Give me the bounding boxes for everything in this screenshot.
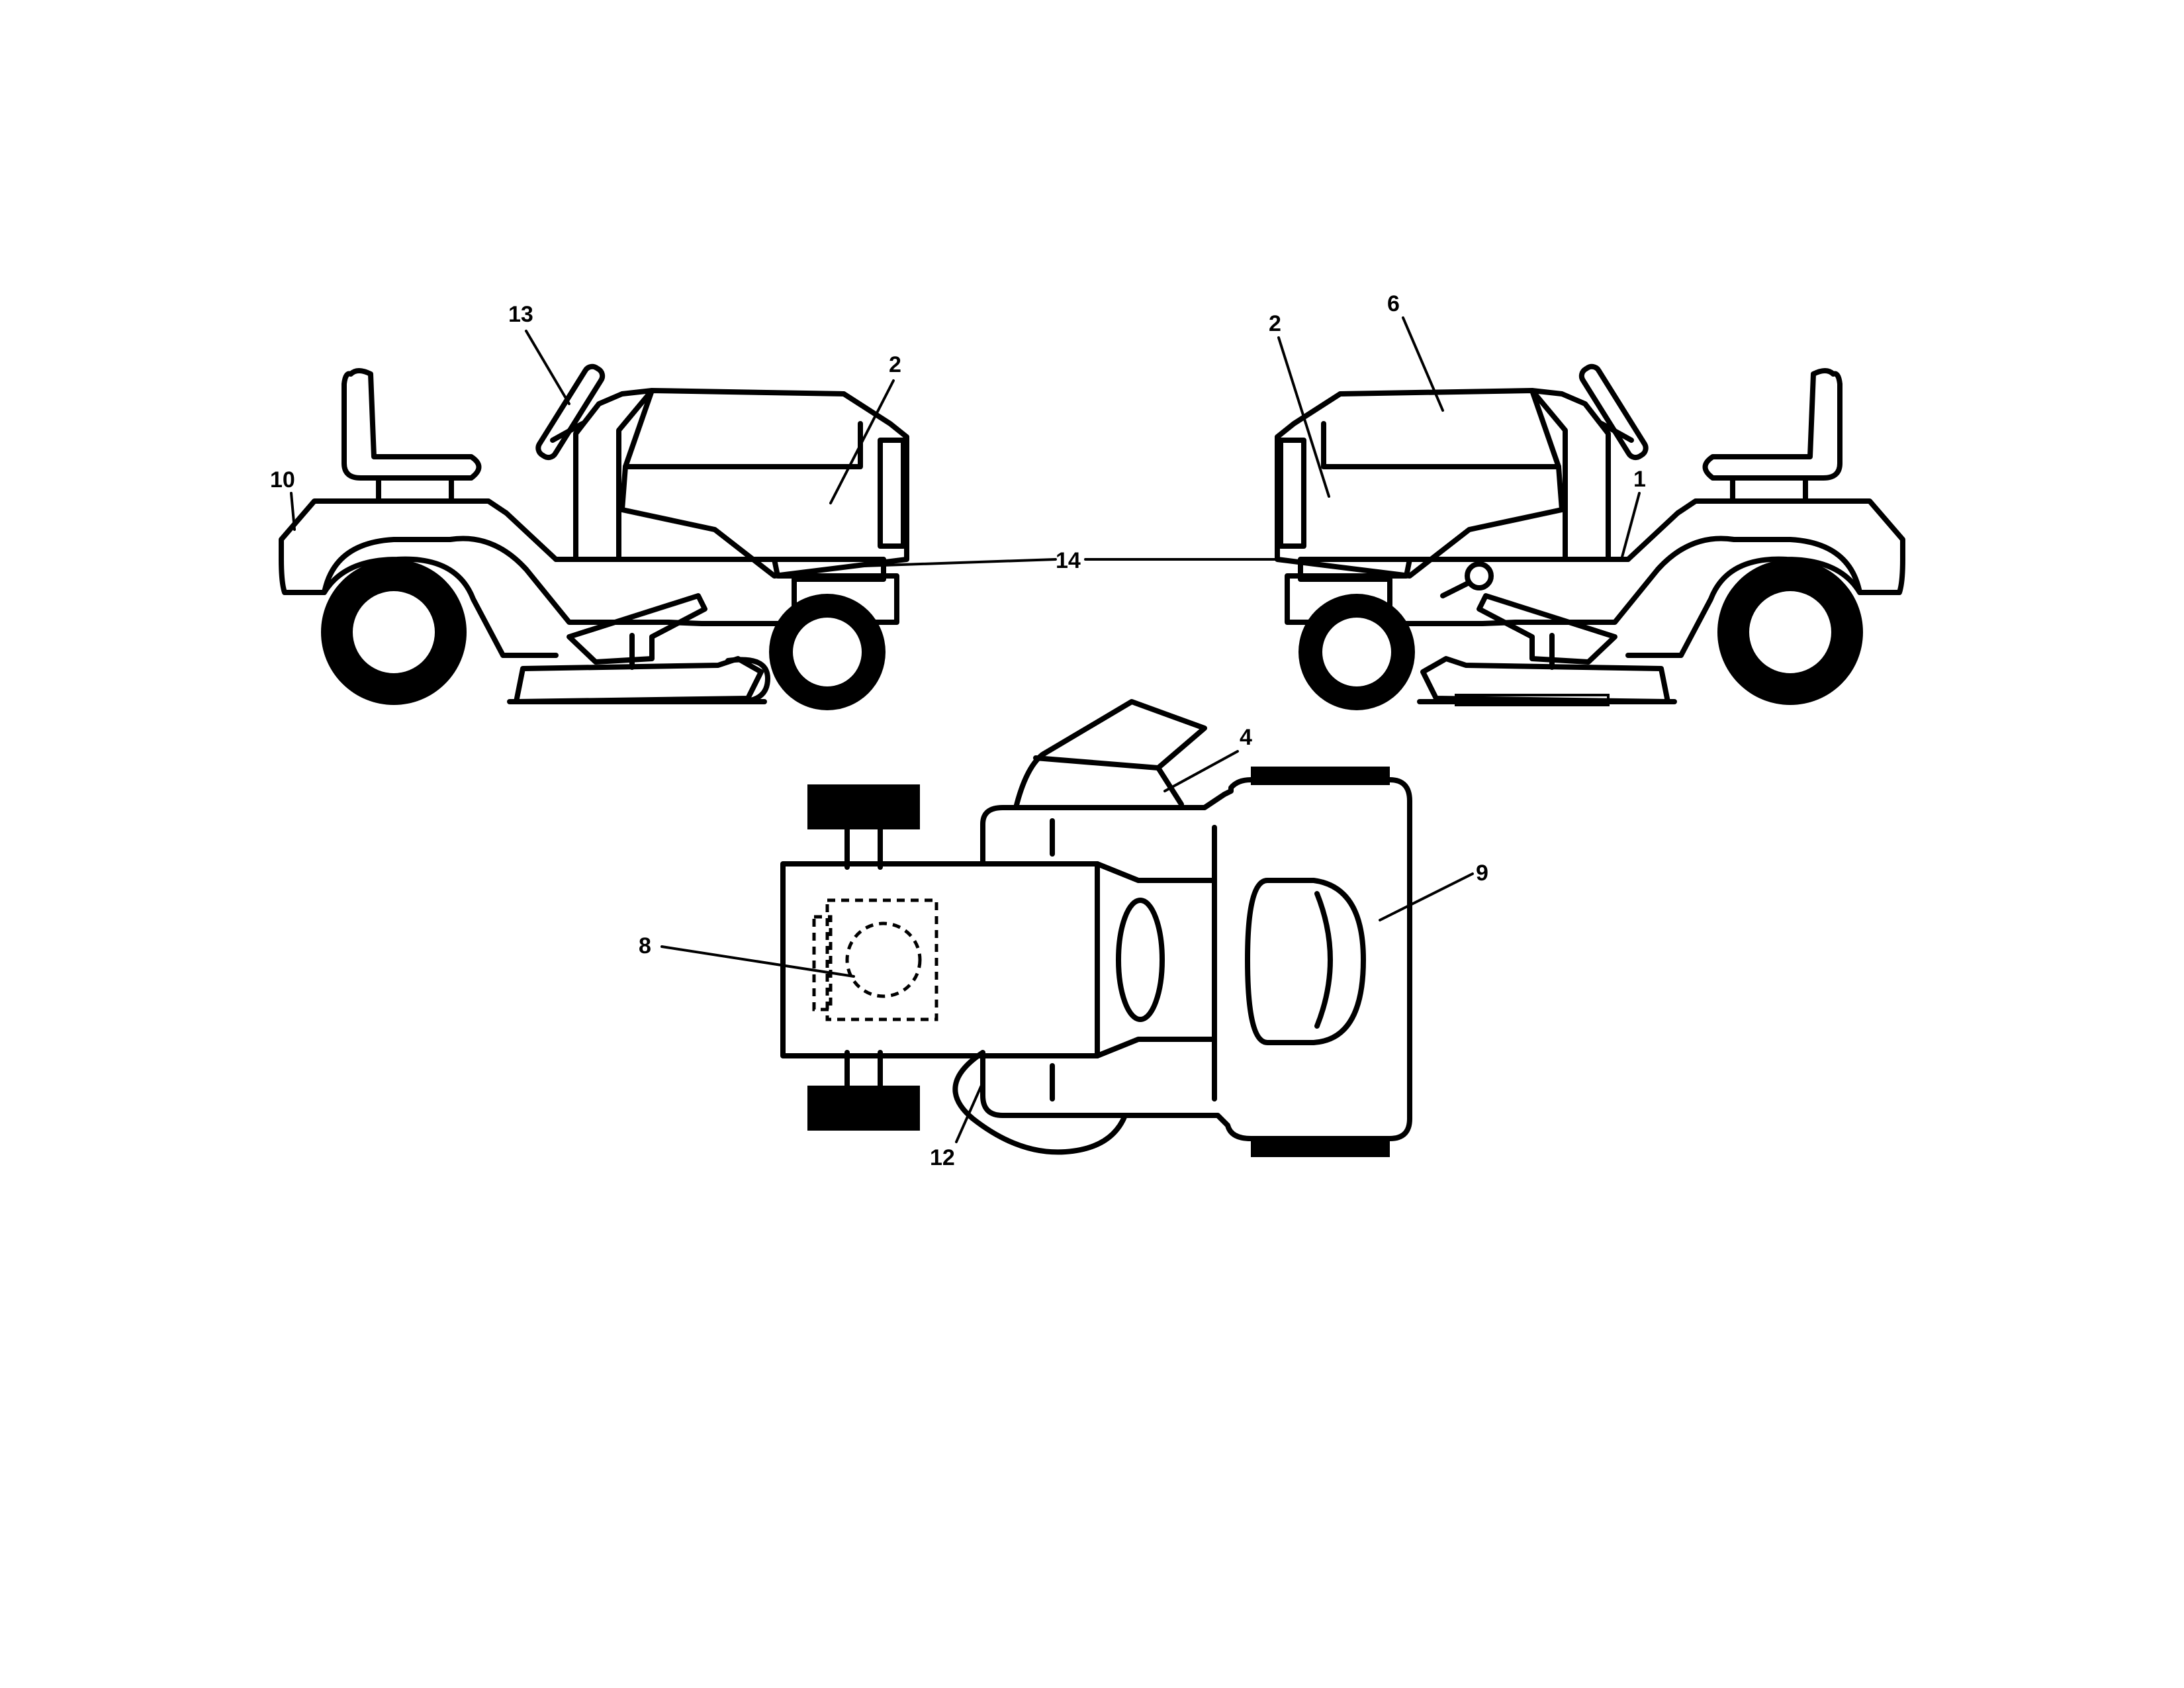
lift-lever-knob-right	[1465, 561, 1494, 590]
fender-arch-left	[322, 556, 559, 658]
discharge-chute-top	[1013, 699, 1207, 810]
hood-right	[1275, 388, 1565, 579]
steering-column-top	[1116, 898, 1165, 1022]
callout-14: 14	[1056, 548, 1081, 573]
tractor-top-view	[780, 699, 1412, 1157]
callout-2-left: 2	[889, 352, 901, 377]
front-wheel-top-upper	[807, 784, 920, 829]
seat-left	[341, 368, 482, 481]
callout-8: 8	[639, 933, 651, 959]
pedal-left	[567, 593, 707, 665]
hood-top	[780, 861, 1100, 1058]
front-wheel-top-lower	[807, 1086, 920, 1131]
rear-wheel-top-lower	[1251, 1139, 1390, 1157]
headlight-grille-left	[878, 438, 906, 549]
dash-tower-left	[573, 388, 655, 562]
callout-2-right: 2	[1269, 311, 1281, 336]
seat-right	[1702, 368, 1843, 481]
seat-top	[1245, 878, 1366, 1045]
steering-wheel-left	[535, 363, 606, 461]
callout-4: 4	[1240, 725, 1252, 750]
callout-12: 12	[930, 1145, 955, 1170]
steering-wheel-right	[1578, 363, 1649, 461]
chassis-top	[980, 777, 1412, 1141]
mower-deck-top	[952, 1050, 1128, 1155]
callout-1: 1	[1633, 467, 1646, 492]
callout-13: 13	[508, 302, 533, 327]
seat-post-left	[376, 475, 454, 504]
mower-deck-left	[514, 656, 764, 704]
callout-9: 9	[1476, 861, 1488, 886]
decal-area-8	[825, 898, 938, 1021]
hood-left	[619, 388, 909, 579]
tractor-right-side-view	[1275, 363, 1905, 710]
callout-6: 6	[1387, 291, 1400, 316]
callouts: 13 10 2 14 2 6 1 4 9 8 12	[270, 291, 1646, 1170]
callout-10: 10	[270, 467, 295, 492]
tractor-left-side-view	[279, 363, 909, 710]
